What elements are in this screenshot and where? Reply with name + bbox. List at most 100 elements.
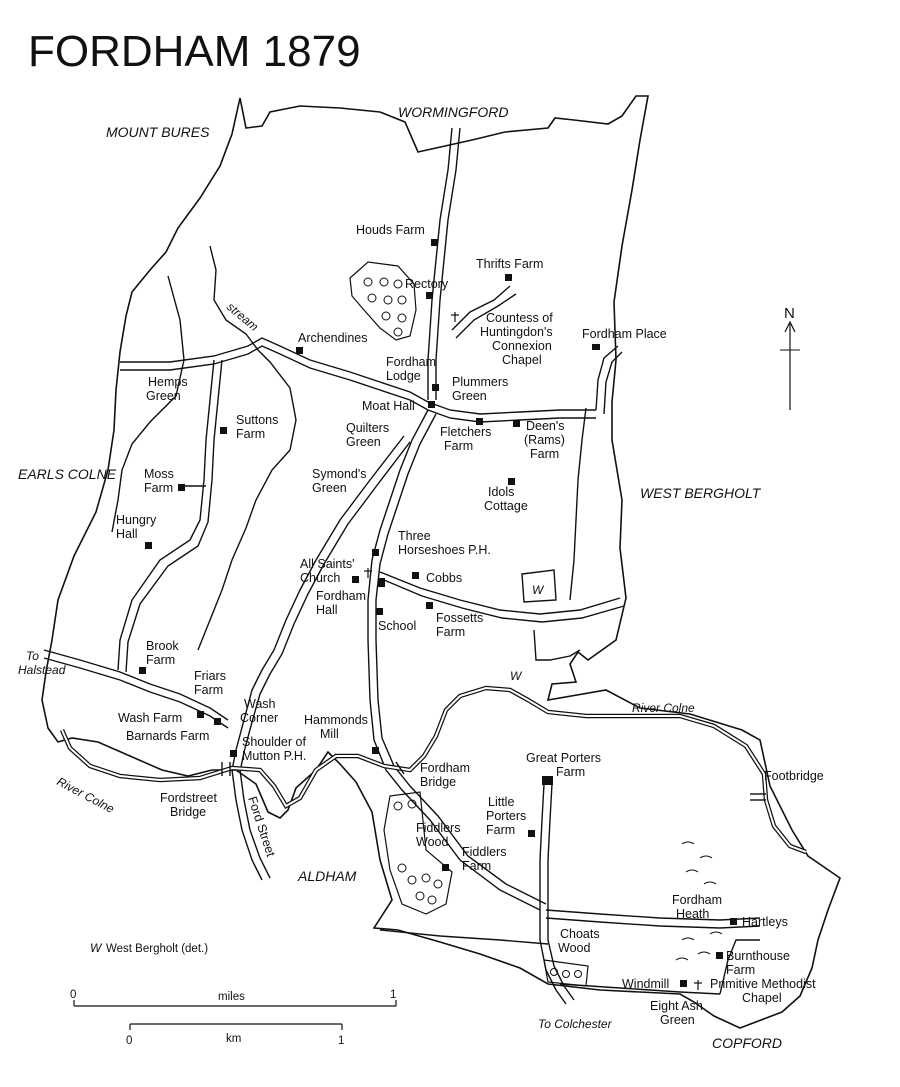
label-river-colne-west: River Colne bbox=[55, 774, 117, 816]
legend: W West Bergholt (det.) bbox=[90, 941, 208, 955]
buildings bbox=[139, 239, 737, 987]
label-school: School bbox=[378, 619, 416, 633]
label-choats-1: Choats bbox=[560, 927, 600, 941]
road-symonds-b bbox=[239, 441, 411, 773]
label-hungry-1: Hungry bbox=[116, 513, 157, 527]
label-countess-2: Huntingdon's bbox=[480, 325, 553, 339]
road-ford-street bbox=[231, 769, 263, 881]
label-hungry-2: Hall bbox=[116, 527, 138, 541]
label-cobbs: Cobbs bbox=[426, 571, 462, 585]
road-fordham-place bbox=[595, 345, 619, 411]
cross-icons bbox=[364, 312, 702, 990]
label-little-porters-2: Porters bbox=[486, 809, 526, 823]
label-hartleys: Hartleys bbox=[742, 915, 788, 929]
label-fordham-bridge-1: Fordham bbox=[420, 761, 470, 775]
label-to-halstead-1: To bbox=[26, 649, 39, 663]
label-fiddlers-wood-2: Wood bbox=[416, 835, 448, 849]
river-colne-inner bbox=[61, 686, 807, 853]
parish-wormingford: WORMINGFORD bbox=[398, 104, 508, 120]
parish-west-bergholt: WEST BERGHOLT bbox=[640, 485, 762, 501]
label-hammonds-1: Hammonds bbox=[304, 713, 368, 727]
label-symonds-2: Green bbox=[312, 481, 347, 495]
road-cobbs bbox=[379, 571, 621, 615]
road-cobbs-b bbox=[383, 579, 625, 623]
parish-aldham: ALDHAM bbox=[297, 868, 357, 884]
road-symonds bbox=[231, 435, 405, 771]
scale-km-end: 1 bbox=[338, 1035, 344, 1047]
north-label: N bbox=[784, 305, 795, 322]
road-great-porters-b bbox=[547, 783, 575, 1001]
label-footbridge: Footbridge bbox=[764, 769, 824, 783]
label-fordstreet-bridge-2: Bridge bbox=[170, 805, 206, 819]
label-quilters-1: Quilters bbox=[346, 421, 389, 435]
label-suttons-2: Farm bbox=[236, 427, 265, 441]
label-fordham-heath-2: Heath bbox=[676, 907, 709, 921]
label-w-river: W bbox=[510, 669, 523, 683]
label-hemps-1: Hemps bbox=[148, 375, 188, 389]
road-south-to-church-b bbox=[375, 413, 547, 905]
label-friars-2: Farm bbox=[194, 683, 223, 697]
label-wash-farm: Wash Farm bbox=[118, 711, 182, 725]
road-w-lane bbox=[533, 629, 581, 661]
label-houds-farm: Houds Farm bbox=[356, 223, 425, 237]
woodland-choats bbox=[543, 959, 589, 987]
road-burnthouse bbox=[719, 939, 760, 995]
label-choats-2: Wood bbox=[558, 941, 590, 955]
label-quilters-2: Green bbox=[346, 435, 381, 449]
label-suttons-1: Suttons bbox=[236, 413, 278, 427]
road-hemps-south bbox=[117, 359, 215, 671]
label-idols-1: Idols bbox=[488, 485, 514, 499]
label-fletchers-1: Fletchers bbox=[440, 425, 491, 439]
label-hammonds-2: Mill bbox=[320, 727, 339, 741]
label-idols-2: Cottage bbox=[484, 499, 528, 513]
label-moat-hall: Moat Hall bbox=[362, 399, 415, 413]
road-colchester bbox=[379, 929, 549, 945]
label-plummers-2: Green bbox=[452, 389, 487, 403]
heath-marks bbox=[675, 841, 723, 961]
road-ford-street-b bbox=[239, 769, 271, 879]
label-deens-2: (Rams) bbox=[524, 433, 565, 447]
road-halstead bbox=[43, 649, 229, 721]
label-fiddlers-farm-2: Farm bbox=[462, 859, 491, 873]
label-three-2: Horseshoes P.H. bbox=[398, 543, 491, 557]
road-heath bbox=[545, 909, 761, 921]
label-ford-street: Ford Street bbox=[245, 795, 278, 859]
label-deens-1: Deen's bbox=[526, 419, 565, 433]
scale-km-label: km bbox=[226, 1033, 241, 1045]
label-eight-ash-2: Green bbox=[660, 1013, 695, 1027]
road-eight-ash bbox=[559, 983, 721, 995]
woodland-fiddlers bbox=[383, 791, 453, 915]
label-fordham-bridge-2: Bridge bbox=[420, 775, 456, 789]
label-fordham-hall-2: Hall bbox=[316, 603, 338, 617]
label-shoulder-1: Shoulder of bbox=[242, 735, 306, 749]
label-primitive-2: Chapel bbox=[742, 991, 782, 1005]
label-three-1: Three bbox=[398, 529, 431, 543]
scale-miles-end: 1 bbox=[390, 989, 396, 1001]
label-brook-1: Brook bbox=[146, 639, 179, 653]
road-south-to-church bbox=[367, 409, 541, 911]
road-hemps-south-b bbox=[125, 359, 223, 673]
label-barnards-farm: Barnards Farm bbox=[126, 729, 209, 743]
label-river-colne-east: River Colne bbox=[632, 701, 695, 715]
label-burnthouse-2: Farm bbox=[726, 963, 755, 977]
road-east-parish bbox=[569, 407, 587, 601]
label-allsaints-1: All Saints' bbox=[300, 557, 355, 571]
parish-earls-colne: EARLS COLNE bbox=[18, 466, 117, 482]
scale-km-start: 0 bbox=[126, 1035, 132, 1047]
label-allsaints-2: Church bbox=[300, 571, 340, 585]
label-fordham-hall-1: Fordham bbox=[316, 589, 366, 603]
road-great-porters bbox=[539, 783, 567, 1005]
label-to-halstead-2: Halstead bbox=[18, 663, 66, 677]
label-fordham-lodge-1: Fordham bbox=[386, 355, 436, 369]
label-thrifts-farm: Thrifts Farm bbox=[476, 257, 543, 271]
label-brook-2: Farm bbox=[146, 653, 175, 667]
label-wash-corner-1: Wash bbox=[244, 697, 276, 711]
road-to-thrifts bbox=[451, 285, 511, 331]
legend-text: West Bergholt (det.) bbox=[106, 943, 208, 955]
legend-symbol: W bbox=[90, 941, 103, 955]
scale-miles-start: 0 bbox=[70, 989, 76, 1001]
road-west-main bbox=[120, 337, 596, 415]
map-title: FORDHAM 1879 bbox=[28, 27, 361, 76]
label-fletchers-2: Farm bbox=[444, 439, 473, 453]
